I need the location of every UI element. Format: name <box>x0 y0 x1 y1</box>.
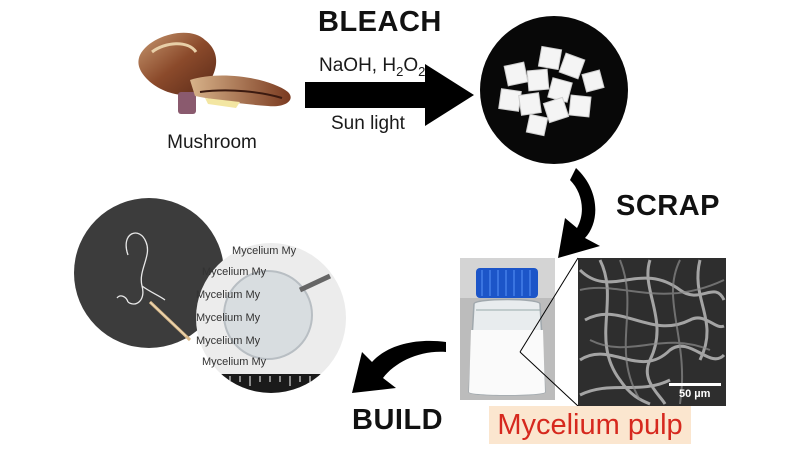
watermark-line: Mycelium My <box>196 312 261 324</box>
pulp-label: Mycelium pulp <box>497 409 683 441</box>
watermark-line: Mycelium My <box>196 289 261 301</box>
watermark-line: Mycelium My <box>202 266 267 278</box>
bleach-step-label: BLEACH <box>318 6 442 38</box>
film-watermark-text: Mycelium My Mycelium My Mycelium My Myce… <box>196 243 346 373</box>
build-step-label: BUILD <box>352 404 444 436</box>
scrap-step-label: SCRAP <box>616 190 721 222</box>
pulp-label-background <box>489 406 691 444</box>
watermark-line: Mycelium My <box>232 245 297 257</box>
scale-bar-label: 50 µm <box>679 388 711 400</box>
watermark-line: Mycelium My <box>202 356 267 368</box>
watermark-line: Mycelium My <box>196 335 261 347</box>
sunlight-label: Sun light <box>331 113 405 134</box>
mushroom-label: Mushroom <box>167 132 257 153</box>
